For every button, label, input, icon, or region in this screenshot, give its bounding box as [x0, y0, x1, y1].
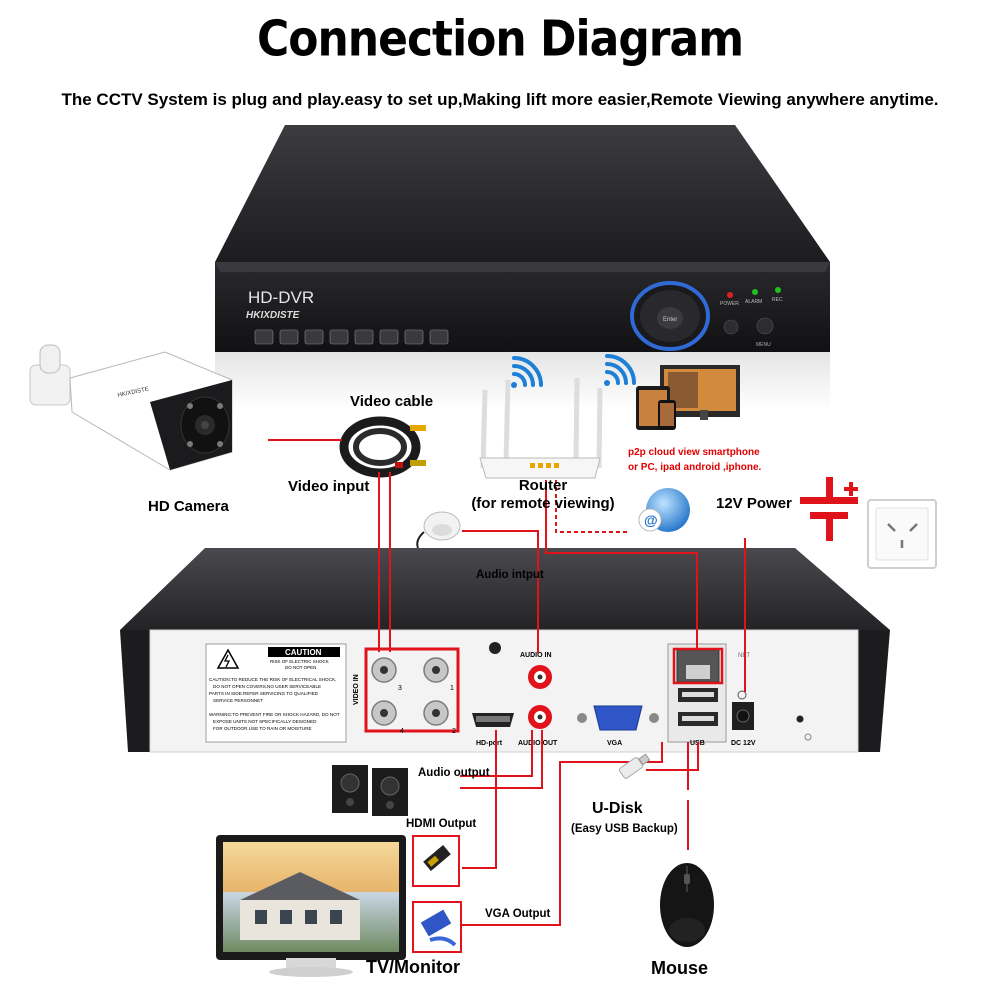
svg-text:FOR OUTDOOR USE TO RAIN OR MOI: FOR OUTDOOR USE TO RAIN OR MOISTURE: [213, 726, 312, 731]
label-video-cable: Video cable: [350, 393, 434, 410]
dvr-model: HKIXDISTE: [246, 310, 300, 321]
page-subtitle: The CCTV System is plug and play.easy to…: [61, 90, 939, 109]
tv-monitor: [216, 835, 406, 977]
svg-text:3: 3: [398, 685, 402, 692]
label-video-input: Video input: [288, 478, 370, 495]
led-alarm-label: ALARM: [745, 299, 762, 305]
vga-cable: [412, 901, 462, 953]
wifi-icon: [604, 354, 636, 386]
audio-out-label: AUDIO OUT: [518, 740, 558, 747]
nav-dial: Enter: [630, 281, 710, 351]
svg-text:CAUTION:TO REDUCE THE RISK OF: CAUTION:TO REDUCE THE RISK OF ELECTRICAL…: [209, 677, 336, 682]
label-udisk-note: (Easy USB Backup): [571, 823, 678, 835]
label-audio-input: Audio intput: [476, 569, 544, 581]
svg-text:SERVICE PERSONNET: SERVICE PERSONNET: [213, 698, 263, 703]
hdmi-cable: [412, 835, 460, 887]
led-rec-label: REC: [772, 297, 783, 303]
video-in-label: VIDEO IN: [353, 674, 360, 705]
svg-text:EXPOSE UNITS NOT SPECIFICALLY: EXPOSE UNITS NOT SPECIFICALLY DESIGNED: [213, 719, 317, 724]
audio-ports: AUDIO IN AUDIO OUT: [518, 652, 558, 747]
led-power-label: POWER: [720, 301, 739, 307]
connection-lines: [268, 439, 746, 926]
label-router: Router: [518, 477, 568, 494]
label-tv-monitor: TV/Monitor: [366, 957, 460, 977]
speakers: [332, 765, 408, 816]
svg-text:2: 2: [452, 728, 456, 735]
svg-text:PARTS IN SIDE.REFER SERVICING: PARTS IN SIDE.REFER SERVICING TO QUALIFI…: [209, 691, 319, 696]
svg-text:1: 1: [450, 685, 454, 692]
remote-devices: [636, 365, 740, 430]
mouse-icon: [660, 863, 714, 947]
net-usb-ports: USB NET: [667, 643, 750, 747]
vga-label: VGA: [607, 740, 622, 747]
label-udisk: U-Disk: [592, 800, 643, 817]
dc-port: DC 12V: [731, 690, 812, 747]
label-router-note: (for remote viewing): [471, 495, 615, 512]
hdmi-port: HD-port: [472, 713, 514, 747]
label-hdmi-output: HDMI Output: [406, 818, 477, 830]
internet-globe-icon: @: [638, 488, 690, 532]
svg-text:WARNING:TO PREVENT FIRE OR SHO: WARNING:TO PREVENT FIRE OR SHOCK HAZARD,…: [209, 712, 340, 717]
udisk-icon: [618, 753, 651, 779]
svg-text:@: @: [644, 512, 658, 528]
dc-label: DC 12V: [731, 740, 756, 747]
page-title: Connection Diagram: [256, 10, 744, 69]
caution-title: CAUTION: [285, 648, 322, 657]
caution-label: CAUTION RISK OF ELECTRIC SHOCK DO NOT OP…: [205, 643, 347, 743]
menu-label: MENU: [756, 342, 771, 348]
label-mouse: Mouse: [651, 958, 709, 978]
label-hd-camera: HD Camera: [148, 498, 229, 515]
audio-in-label: AUDIO IN: [520, 652, 552, 659]
hdport-label: HD-port: [476, 740, 503, 747]
svg-text:DO NOT OPEN COVERS.NO USER SER: DO NOT OPEN COVERS.NO USER SERVICEABLE: [213, 684, 321, 689]
label-audio-output: Audio output: [418, 767, 490, 779]
router: [479, 377, 603, 479]
label-p2p-line1: p2p cloud view smartphone: [628, 447, 760, 458]
label-p2p-line2: or PC, ipad android ,iphone.: [628, 462, 762, 473]
vga-port: VGA: [577, 705, 659, 747]
dvr-brand: HD-DVR: [248, 288, 314, 307]
video-in-ports: VIDEO IN 3 1 4 2: [353, 647, 460, 735]
enter-label: Enter: [663, 317, 677, 323]
svg-text:RISK OF ELECTRIC SHOCK: RISK OF ELECTRIC SHOCK: [270, 659, 329, 664]
wifi-icon: [511, 356, 543, 388]
wall-outlet: [867, 499, 937, 569]
label-power: 12V Power: [716, 495, 792, 512]
status-leds: POWER ALARM REC: [720, 287, 783, 307]
microphone: [416, 511, 461, 549]
hd-camera: HKIXDISTE: [29, 344, 233, 471]
dc-power-symbol: [800, 477, 858, 541]
front-buttons: [254, 329, 449, 345]
svg-text:4: 4: [400, 728, 404, 735]
video-cable-coil: [339, 416, 426, 478]
label-vga-output: VGA Output: [485, 908, 551, 920]
svg-text:DO NOT OPEN: DO NOT OPEN: [285, 665, 316, 670]
